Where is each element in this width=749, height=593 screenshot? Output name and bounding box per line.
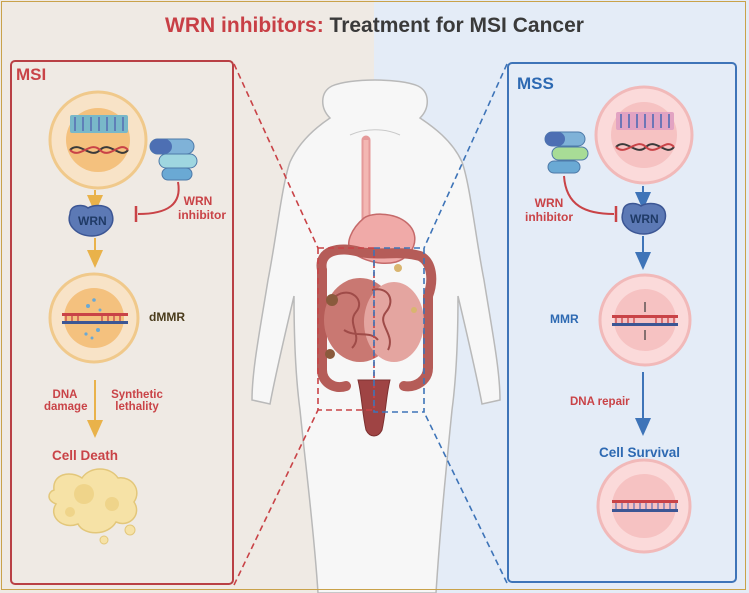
msi-wrn-label: WRN — [78, 214, 107, 228]
mss-heading: MSS — [517, 74, 554, 93]
mss-mmr-label: MMR — [550, 312, 579, 326]
mss-outcome-label: Cell Survival — [599, 445, 681, 460]
msi-dna-damage-line1: DNA — [52, 389, 78, 401]
msi-dna-damage-line2: damage — [44, 401, 88, 413]
msi-synthetic-line2: lethality — [115, 401, 159, 413]
msi-synthetic-lethality-label: Synthetic lethality — [106, 389, 168, 413]
mss-dna-repair-label: DNA repair — [570, 396, 630, 408]
mss-panel — [507, 62, 737, 583]
msi-dna-damage-label: DNA damage — [44, 389, 88, 413]
msi-dmmr-cell — [48, 272, 140, 364]
msi-pills-icon — [149, 138, 198, 181]
mss-inhibitor-line2: inhibitor — [525, 210, 573, 224]
msi-dashed-box — [317, 247, 375, 411]
msi-outcome-label: Cell Death — [52, 448, 119, 463]
mss-pills-icon — [544, 131, 589, 174]
msi-panel — [10, 60, 234, 585]
figure-title: WRN inhibitors: Treatment for MSI Cancer — [0, 14, 749, 38]
msi-inhibitor-line2: inhibitor — [178, 208, 226, 222]
msi-synthetic-line1: Synthetic — [111, 389, 163, 401]
mss-survival-cell — [596, 458, 692, 554]
mss-inhibitor-label: WRN inhibitor — [524, 196, 574, 224]
msi-inhibitor-label: WRN inhibitor — [178, 194, 226, 222]
title-part1: WRN inhibitors: — [165, 14, 324, 37]
mss-wrn-label: WRN — [630, 212, 659, 226]
mss-dashed-box — [373, 247, 425, 413]
msi-heading: MSI — [16, 65, 47, 84]
title-part2: Treatment for MSI Cancer — [329, 14, 584, 37]
msi-wrn-protein-icon — [68, 204, 114, 237]
mss-inhibitor-line1: WRN — [534, 196, 564, 210]
msi-dmmr-label: dMMR — [149, 310, 185, 324]
mss-mmr-cell — [598, 273, 692, 367]
msi-cell-top — [48, 90, 148, 190]
mss-cell-top — [594, 85, 694, 185]
mss-wrn-protein-icon — [621, 202, 667, 235]
msi-dead-cell-icon — [48, 468, 138, 545]
msi-inhibitor-line1: WRN — [183, 194, 213, 208]
